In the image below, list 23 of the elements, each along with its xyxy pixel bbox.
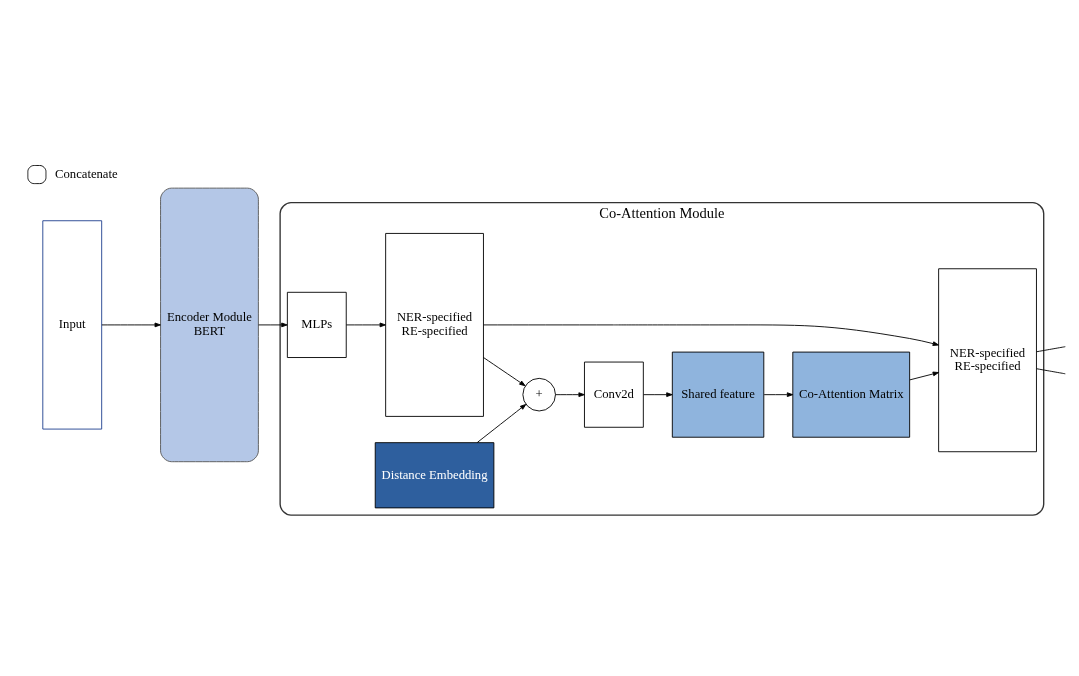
- arrow: [345, 322, 386, 327]
- node-box: NER-specified RE-specified: [938, 267, 1037, 452]
- arrow: [909, 371, 940, 380]
- node-box: Shared feature: [671, 351, 765, 438]
- arrow: [483, 356, 526, 386]
- arrow: [483, 323, 939, 346]
- arrow: [258, 322, 288, 327]
- node-box: Co-Attention Matrix: [792, 351, 911, 438]
- legend-label: Concatenate: [55, 166, 118, 181]
- arrow: [101, 322, 161, 327]
- node-box: Input: [42, 219, 103, 430]
- arrow: [555, 391, 585, 397]
- node-box: Conv2d: [584, 361, 644, 428]
- node-box: MLPs: [286, 291, 347, 358]
- arrow: [476, 403, 527, 443]
- node-box: Distance Embedding: [374, 441, 495, 508]
- connector: [1036, 367, 1066, 374]
- arrow: [643, 391, 673, 397]
- arrow: [763, 391, 794, 397]
- node-box: Encoder Module BERT: [160, 187, 259, 462]
- node-circle: +: [522, 377, 556, 411]
- node-box: NER-specified RE-specified: [385, 232, 484, 417]
- connector: [1036, 345, 1066, 352]
